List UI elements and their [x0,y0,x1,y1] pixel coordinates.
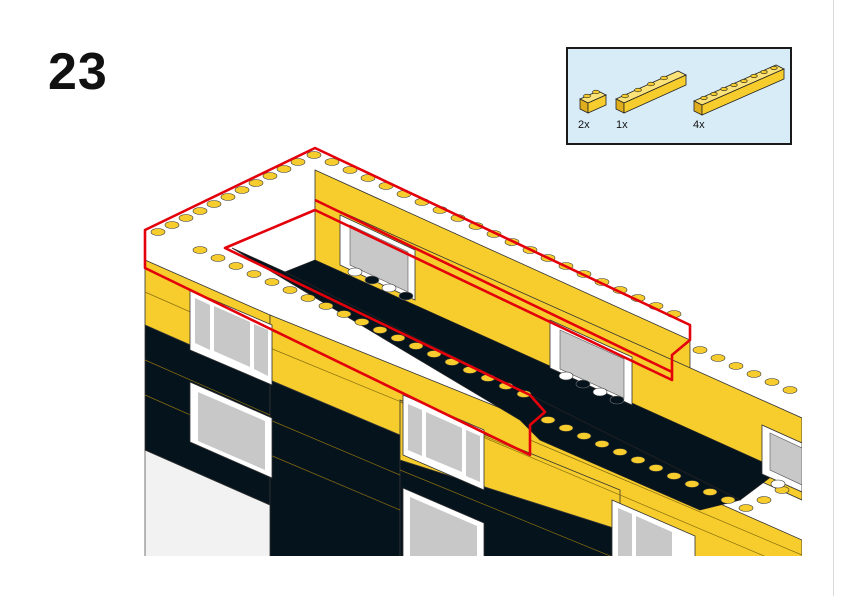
step-number: 23 [48,43,108,101]
new-layer-highlight [143,146,692,457]
brick-1x8-quantity: 4x [693,119,705,131]
brick-1x4-icon [615,70,687,114]
front-window-lower-left [189,381,273,479]
brick-1x4-quantity: 1x [616,119,628,131]
front-window-lower-mid [402,487,485,556]
front-window-upper-left [189,289,273,386]
back-window-3 [761,424,802,493]
inner-studs [347,267,786,489]
brick-1x2-quantity: 2x [578,119,590,131]
brick-1x8-icon [693,64,785,116]
brick-1x2-icon [579,89,607,114]
page-edge-line [833,0,834,596]
back-window-2 [549,319,633,406]
front-window-upper-right [611,499,696,556]
top-studs [150,151,798,512]
back-window-1 [339,214,416,301]
parts-list-callout: 2x 1x 4x [566,47,792,145]
front-window-upper-mid [402,394,485,491]
